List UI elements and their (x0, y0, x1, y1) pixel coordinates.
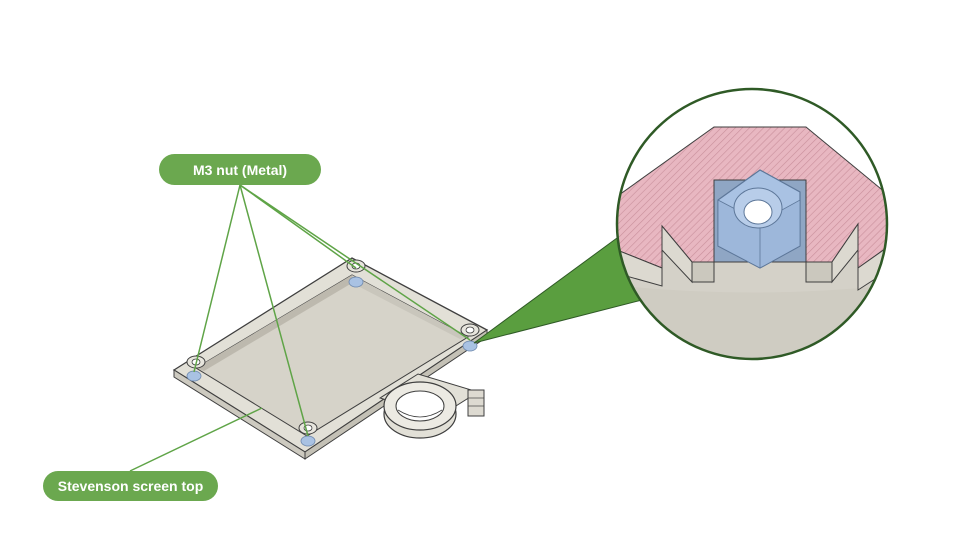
corner-boss-bottom (298, 421, 318, 435)
hex-nut-icon (462, 340, 478, 352)
nut-leader-lines (193, 184, 471, 437)
zoom-detail-icon (615, 87, 889, 361)
zoom-callout-wedge (473, 237, 643, 344)
pipe-clamp (378, 373, 485, 439)
hex-nut-icon (717, 169, 801, 269)
corner-boss-top (346, 259, 366, 273)
stevenson-screen-top-label: Stevenson screen top (43, 471, 218, 501)
m3-nut-label: M3 nut (Metal) (159, 154, 321, 185)
hex-nut-icon (300, 435, 316, 447)
plate-inner-wall (196, 275, 352, 371)
stevenson-screen-top-part (172, 257, 489, 460)
corner-boss-right (460, 323, 480, 337)
plate-inner-wall-2 (352, 275, 468, 339)
hex-nut-icon (186, 370, 202, 382)
screen-leader-line (129, 407, 263, 472)
hex-nut-icon (348, 276, 364, 288)
